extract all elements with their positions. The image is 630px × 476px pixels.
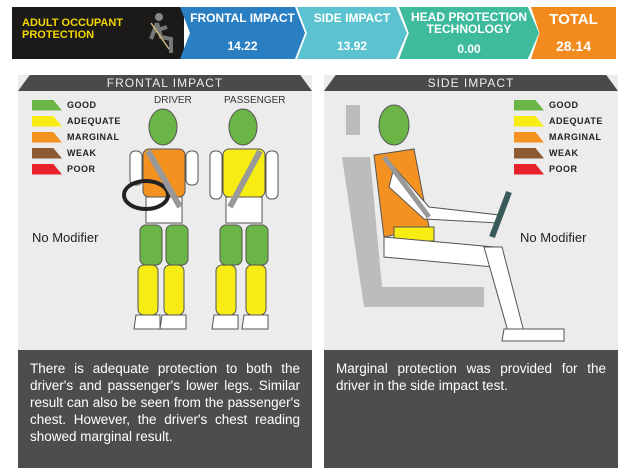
steering-wheel	[489, 190, 512, 239]
driver-label: DRIVER	[154, 95, 192, 106]
head-value: 0.00	[457, 42, 481, 56]
rating-legend: GOOD ADEQUATE MARGINAL WEAK POOR	[32, 97, 121, 177]
legend-label: ADEQUATE	[67, 116, 121, 126]
driver-dummy	[122, 108, 199, 330]
seat	[342, 105, 484, 307]
seatbelt	[382, 155, 431, 219]
passenger-dummy	[209, 108, 279, 330]
legend-adequate: ADEQUATE	[514, 113, 603, 129]
swatch	[514, 99, 544, 111]
legend-label: MARGINAL	[67, 132, 120, 142]
legend-good: GOOD	[32, 97, 121, 113]
legend-poor: POOR	[514, 161, 603, 177]
side-impact-panel: SIDE IMPACT GOOD ADEQUATE MARGINAL WEAK …	[324, 75, 618, 468]
frontal-description: There is adequate protection to both the…	[18, 350, 312, 468]
legend-marginal: MARGINAL	[514, 129, 603, 145]
side-label: SIDE IMPACT	[313, 11, 391, 25]
frontal-label: FRONTAL IMPACT	[190, 11, 295, 25]
side-impact-score: SIDE IMPACT 13.92	[297, 7, 407, 59]
panel-title: FRONTAL IMPACT	[18, 75, 312, 91]
swatch	[514, 131, 544, 143]
frontal-modifier: No Modifier	[32, 230, 99, 245]
total-value: 28.14	[555, 38, 592, 54]
legend-poor: POOR	[32, 161, 121, 177]
frontal-dummies-illustration	[122, 108, 279, 330]
panel-title: SIDE IMPACT	[324, 75, 618, 91]
passenger-label: PASSENGER	[224, 95, 286, 106]
frontal-impact-panel: FRONTAL IMPACT GOOD ADEQUATE MARGINAL WE…	[18, 75, 312, 468]
legend-marginal: MARGINAL	[32, 129, 121, 145]
legend-label: WEAK	[67, 148, 97, 158]
score-banner: ADULT OCCUPANT PROTECTION FRONTAL IMPACT…	[12, 7, 616, 59]
swatch	[514, 163, 544, 175]
seated-occupant-icon	[149, 13, 173, 53]
head-protection-score: HEAD PROTECTION TECHNOLOGY 0.00	[399, 7, 539, 59]
swatch	[514, 115, 544, 127]
legend-weak: WEAK	[32, 145, 121, 161]
swatch	[32, 147, 62, 159]
head-label: HEAD PROTECTION TECHNOLOGY	[410, 10, 527, 36]
side-description: Marginal protection was provided for the…	[324, 350, 618, 468]
adult-occupant-protection-label: ADULT OCCUPANT PROTECTION	[12, 7, 184, 59]
legend-adequate: ADEQUATE	[32, 113, 121, 129]
legend-label: GOOD	[67, 100, 97, 110]
frontal-impact-score: FRONTAL IMPACT 14.22	[180, 7, 305, 59]
banner-title: ADULT OCCUPANT PROTECTION	[22, 17, 124, 41]
swatch	[32, 163, 62, 175]
legend-label: ADEQUATE	[549, 116, 603, 126]
side-modifier: No Modifier	[520, 230, 587, 245]
frontal-value: 14.22	[227, 39, 258, 53]
swatch	[514, 147, 544, 159]
swatch	[32, 99, 62, 111]
legend-label: WEAK	[549, 148, 579, 158]
legend-label: GOOD	[549, 100, 579, 110]
side-value: 13.92	[336, 39, 368, 53]
swatch	[32, 115, 62, 127]
legend-label: POOR	[549, 164, 578, 174]
legend-label: POOR	[67, 164, 96, 174]
legend-weak: WEAK	[514, 145, 603, 161]
total-label: TOTAL	[549, 11, 598, 28]
legend-good: GOOD	[514, 97, 603, 113]
swatch	[32, 131, 62, 143]
legend-label: MARGINAL	[549, 132, 602, 142]
rating-legend: GOOD ADEQUATE MARGINAL WEAK POOR	[514, 97, 603, 177]
total-score: TOTAL 28.14	[531, 7, 616, 59]
side-dummy-illustration	[342, 104, 565, 342]
